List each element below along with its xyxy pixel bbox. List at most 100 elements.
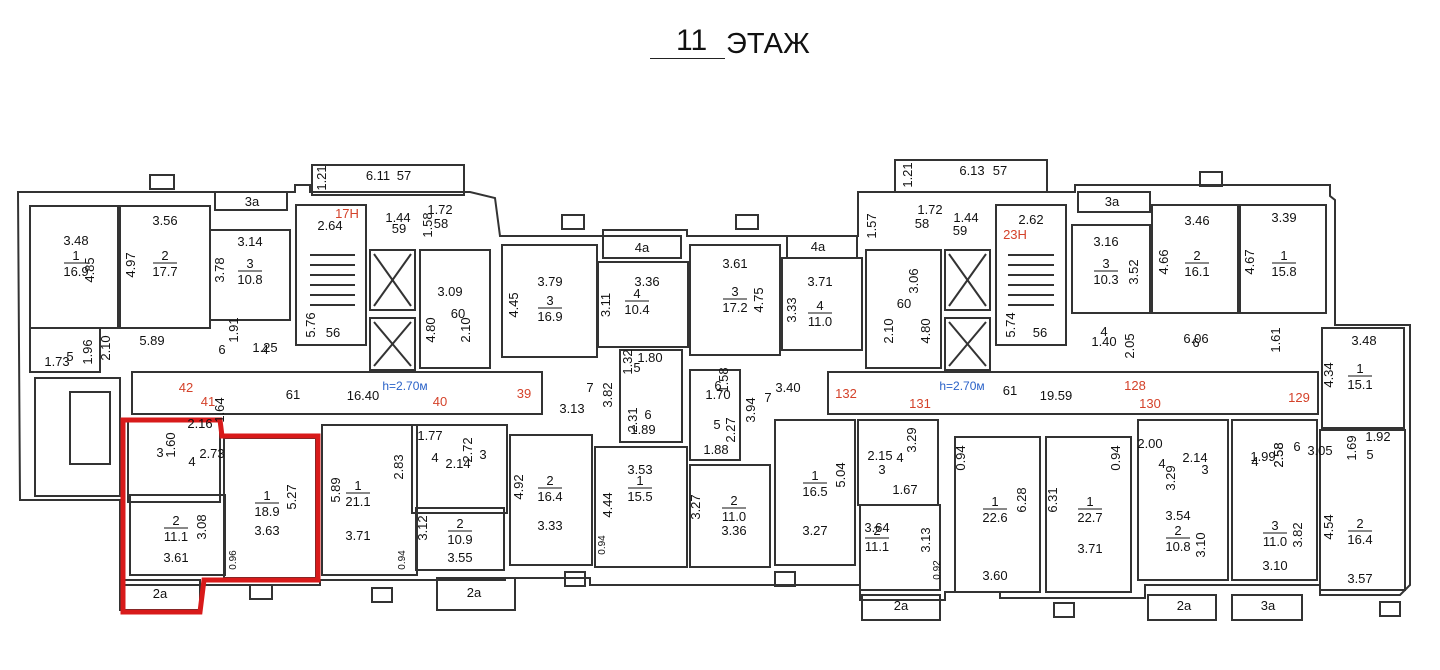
- dimension-label: 0.94: [597, 535, 608, 555]
- corridor-length: 16.40: [347, 388, 380, 403]
- room-dimension: 3.29: [904, 427, 919, 452]
- room-dimension: 4.92: [511, 474, 526, 499]
- room-area: 17.2: [722, 300, 747, 315]
- room-number: 3: [878, 462, 885, 477]
- room-area: 11.0: [1263, 534, 1287, 549]
- room-dimension: 1.25: [252, 340, 277, 355]
- room-dimension: 3.71: [345, 528, 370, 543]
- room-number: 5: [713, 417, 720, 432]
- room-dimension: 3.08: [194, 514, 209, 539]
- room-dimension: 4.66: [1156, 249, 1171, 274]
- room-area: 15.5: [627, 489, 652, 504]
- room-area: 10.8: [237, 272, 262, 287]
- room-dimension: 1.91: [226, 317, 241, 342]
- room-number: 3: [1271, 518, 1278, 533]
- dimension-label: 1.72: [427, 202, 452, 217]
- room-dimension: 3.54: [1165, 508, 1190, 523]
- shaft-label: 58: [434, 216, 448, 231]
- dimension-label: 5.76: [303, 312, 318, 337]
- room-dimension: 3.14: [237, 234, 262, 249]
- walls: [16, 159, 1411, 621]
- room-area: 11.1: [865, 539, 889, 554]
- room-area: 22.6: [982, 510, 1007, 525]
- room-dimension: 3.46: [1184, 213, 1209, 228]
- room-dimension: 1.92: [1365, 429, 1390, 444]
- room-dimension: 1.70: [705, 387, 730, 402]
- room-number: 2: [1174, 523, 1181, 538]
- floor-number: 11: [676, 24, 708, 57]
- dimension-label: 2.64: [317, 218, 342, 233]
- room-dimension: 2.58: [1271, 442, 1286, 467]
- dimension-label: 2.10: [458, 317, 473, 342]
- room-number: 1: [991, 494, 998, 509]
- room-dimension: 1.88: [703, 442, 728, 457]
- room-area: 16.4: [1347, 532, 1372, 547]
- balcony-label: 3а: [1105, 194, 1120, 209]
- room-number: 1: [354, 478, 361, 493]
- room-dimension: 5.27: [284, 484, 299, 509]
- dimension-label: 0.94: [397, 550, 408, 570]
- room-area: 11.0: [808, 314, 832, 329]
- dimension-label: 1.57: [864, 213, 879, 238]
- room-dimension: 3.12: [415, 515, 430, 540]
- room-dimension: 3.82: [1290, 522, 1305, 547]
- shaft-label: 59: [953, 223, 967, 238]
- room-dimension: 2.14: [445, 456, 470, 471]
- dimension-label: 5.74: [1003, 312, 1018, 337]
- dimension-label: 1.72: [917, 202, 942, 217]
- balcony-label: 2а: [1177, 598, 1192, 613]
- room-number: 4: [1100, 324, 1107, 339]
- room-number: 3: [156, 445, 163, 460]
- room-number: 2: [546, 473, 553, 488]
- room-area: 10.9: [447, 532, 472, 547]
- room-dimension: 2.05: [1122, 333, 1137, 358]
- room-area: 21.1: [345, 494, 370, 509]
- room-number: 4: [261, 342, 268, 357]
- dimension-label: 6.13: [959, 163, 984, 178]
- balcony-label: 4а: [635, 240, 650, 255]
- dimension-label: 3.06: [906, 268, 921, 293]
- room-dimension: 6.28: [1014, 487, 1029, 512]
- section-number: 40: [433, 394, 447, 409]
- room-dimension: 3.48: [1351, 333, 1376, 348]
- room-number: 2: [172, 513, 179, 528]
- room-number: 6: [714, 378, 721, 393]
- room-dimension: 3.52: [1126, 259, 1141, 284]
- room-number: 3: [546, 293, 553, 308]
- stair-label: 56: [1033, 325, 1047, 340]
- ceiling-height-label: h=2.70м: [382, 379, 427, 393]
- room-dimension: 2.00: [1137, 436, 1162, 451]
- room-area: 11.1: [164, 529, 188, 544]
- room-dimension: 1.64: [212, 397, 227, 422]
- room-area: 18.9: [254, 504, 279, 519]
- room-area: 15.1: [1347, 377, 1372, 392]
- room-number: 6: [1293, 439, 1300, 454]
- room-number: 7: [586, 380, 593, 395]
- room-dimension: 3.11: [598, 293, 613, 317]
- room-dimension: 3.33: [784, 297, 799, 322]
- room-number: 2: [730, 493, 737, 508]
- floor-title: 11 ЭТАЖ: [640, 18, 860, 66]
- room-number: 6: [644, 407, 651, 422]
- room-dimension: 3.39: [1271, 210, 1296, 225]
- dimension-label: 1.21: [900, 162, 915, 187]
- dimension-label: 1.58: [420, 212, 435, 237]
- section-number: 17Н: [335, 206, 359, 221]
- room-number: 2: [873, 523, 880, 538]
- room-area: 10.3: [1093, 272, 1118, 287]
- room-dimension: 1.69: [1344, 435, 1359, 460]
- balcony-label: 4а: [811, 239, 826, 254]
- room-dimension: 3.82: [600, 382, 615, 407]
- room-dimension: 1.96: [80, 339, 95, 364]
- shaft-label: 60: [451, 306, 465, 321]
- ceiling-height-label: h=2.70м: [939, 379, 984, 393]
- room-dimension: 6.31: [1045, 487, 1060, 512]
- section-number: 128: [1124, 378, 1146, 393]
- room-dimension: 3.56: [152, 213, 177, 228]
- room-dimension: 2.72: [460, 437, 475, 462]
- room-number: 4: [816, 298, 823, 313]
- shaft-label: 60: [897, 296, 911, 311]
- room-number: 3: [1102, 256, 1109, 271]
- shaft-label: 61: [1003, 383, 1017, 398]
